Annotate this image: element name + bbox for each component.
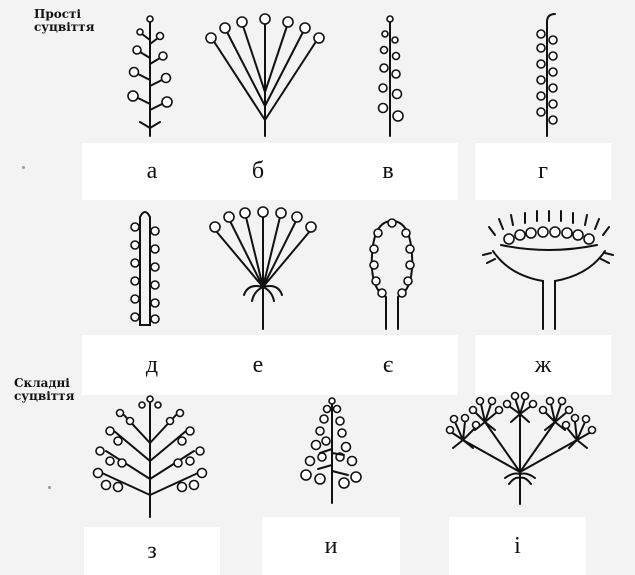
- compound-spike-diagram: [292, 395, 372, 505]
- complex-inflorescences-heading: Складні суцвіття: [14, 377, 75, 403]
- spike-diagram: [370, 12, 410, 140]
- label-ye: є: [318, 335, 458, 395]
- umbel-diagram: [208, 205, 318, 332]
- label-e: е: [198, 335, 318, 395]
- simple-inflorescences-heading: Прості суцвіття: [34, 8, 95, 34]
- panicle-diagram: [88, 395, 213, 520]
- label-zh: ж: [475, 335, 611, 395]
- spadix-diagram: [525, 10, 565, 140]
- label-i: і: [449, 517, 586, 575]
- label-b: б: [198, 143, 318, 200]
- head-diagram: [362, 205, 422, 332]
- label-v: в: [318, 143, 458, 200]
- raceme-diagram: [120, 10, 180, 140]
- label-g: г: [475, 143, 611, 200]
- spadix-diagram-2: [120, 205, 170, 332]
- corymb-diagram: [205, 10, 325, 140]
- compound-umbel-diagram: [445, 392, 595, 507]
- label-z: з: [84, 527, 220, 575]
- label-y: и: [262, 517, 400, 575]
- capitulum-diagram: [487, 205, 612, 332]
- speck: [22, 166, 25, 169]
- speck: [48, 486, 51, 489]
